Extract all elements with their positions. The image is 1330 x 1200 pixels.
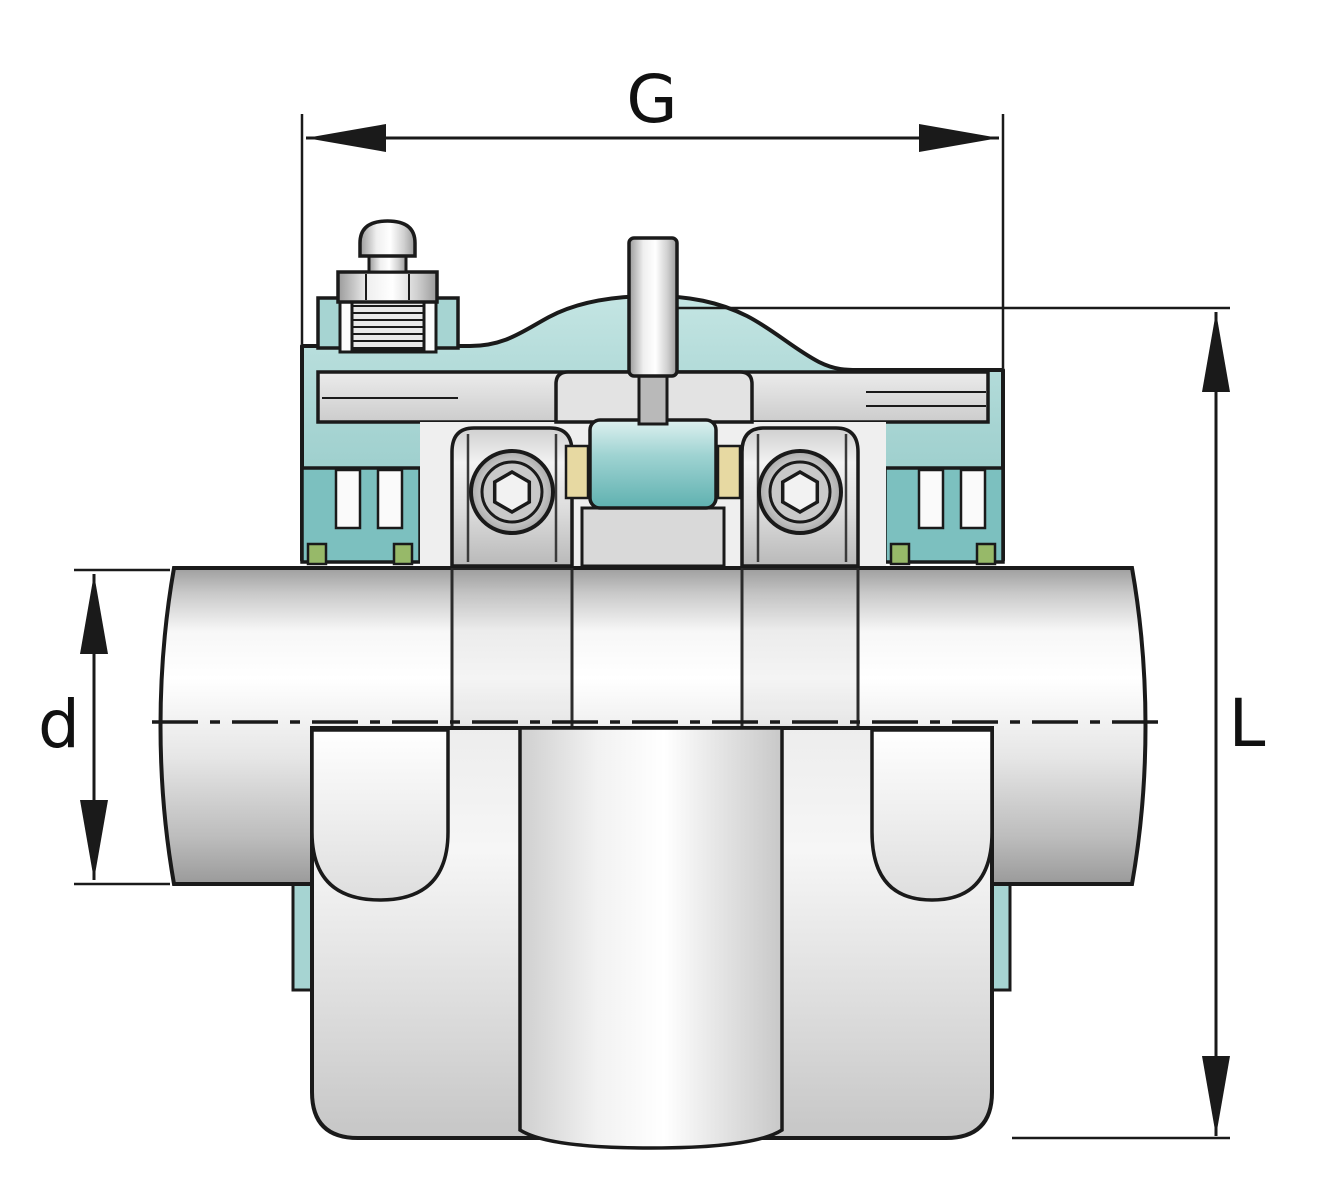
dimension-label-l: L [1229,685,1266,762]
arrowhead-left-icon [306,124,386,152]
cage-segment-left [564,444,590,500]
pin-neck [637,370,669,426]
comb-slot [917,468,945,530]
seal-ring [889,542,911,566]
housing-base [310,726,994,1150]
arch-recess-left [310,728,450,902]
nipple-thread [350,298,426,352]
comb-slot [376,468,404,530]
hex-socket-icon [780,469,820,515]
arrowhead-up-icon [1202,312,1230,392]
seal-ring [975,542,997,566]
nipple-neck [367,254,408,274]
dimension-g: G [300,61,1005,368]
arrowhead-right-icon [919,124,999,152]
cage-segment-right [716,444,742,500]
arch-recess-right [870,728,994,902]
spherical-roller [588,418,718,510]
dimension-l: L [678,306,1266,1140]
collar-shade-right [742,568,858,726]
set-screw-left [469,449,555,535]
dimension-d: d [38,568,170,886]
dimension-label-g: G [626,61,677,138]
thread-hatch [353,305,423,349]
nipple-hex [336,270,439,304]
labyrinth-seal-left [300,466,422,566]
arrowhead-down-icon [1202,1056,1230,1136]
seal-ring [306,542,328,566]
seal-ring [392,542,414,566]
labyrinth-seal-right [883,466,1005,566]
set-screw-right [757,449,843,535]
arrowhead-down-icon [80,800,108,880]
arrowhead-up-icon [80,574,108,654]
nipple-cap [358,219,417,258]
comb-slot [334,468,362,530]
collar-shade-left [452,568,572,726]
inner-ring-center [580,506,726,568]
grease-nipple [336,219,439,354]
locating-pin [627,236,679,378]
dimension-label-d: d [38,686,80,763]
hex-socket-icon [492,469,532,515]
base-center-boss [518,726,784,1150]
collar-front-edges [450,568,860,726]
comb-slot [959,468,987,530]
